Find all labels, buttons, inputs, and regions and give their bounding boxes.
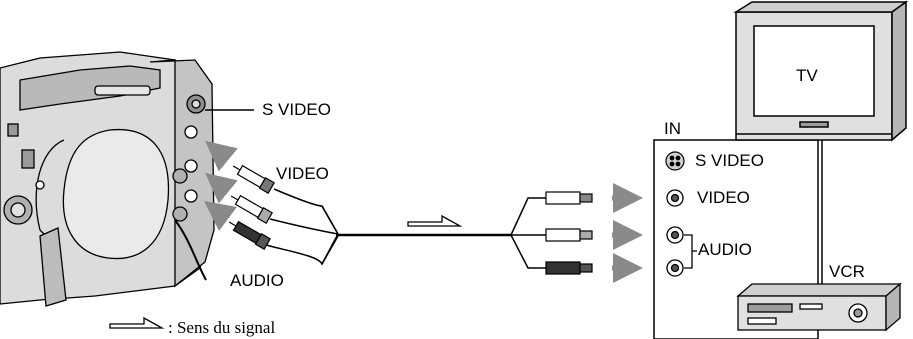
video-input-label: VIDEO xyxy=(697,188,750,207)
signal-direction-arrow-icon xyxy=(407,214,463,227)
audio-input-label: AUDIO xyxy=(698,240,752,259)
input-arrows-tv xyxy=(612,183,643,283)
audio-bracket xyxy=(684,234,697,269)
tv-icon xyxy=(733,0,909,142)
tv-label: TV xyxy=(796,66,818,85)
cable-bundle-tv xyxy=(510,197,548,269)
s-video-input-label: S VIDEO xyxy=(695,151,764,170)
vcr-label: VCR xyxy=(829,262,865,281)
rca-plugs-camera xyxy=(228,164,275,251)
rca-plugs-tv xyxy=(545,191,593,275)
audio-camera-label: AUDIO xyxy=(230,271,284,290)
vcr-icon xyxy=(736,282,902,332)
rca-jack-icon xyxy=(666,189,684,277)
s-video-jack-icon xyxy=(665,151,685,171)
video-camera-label: VIDEO xyxy=(276,164,329,183)
camcorder-illustration xyxy=(0,51,215,307)
in-label: IN xyxy=(664,119,681,138)
legend-text: : Sens du signal xyxy=(168,318,276,337)
legend-arrow-icon xyxy=(109,316,165,329)
input-arrows-camera xyxy=(204,140,238,231)
s-video-camera-label: S VIDEO xyxy=(262,100,331,119)
cable-bundle-camera xyxy=(265,188,339,266)
